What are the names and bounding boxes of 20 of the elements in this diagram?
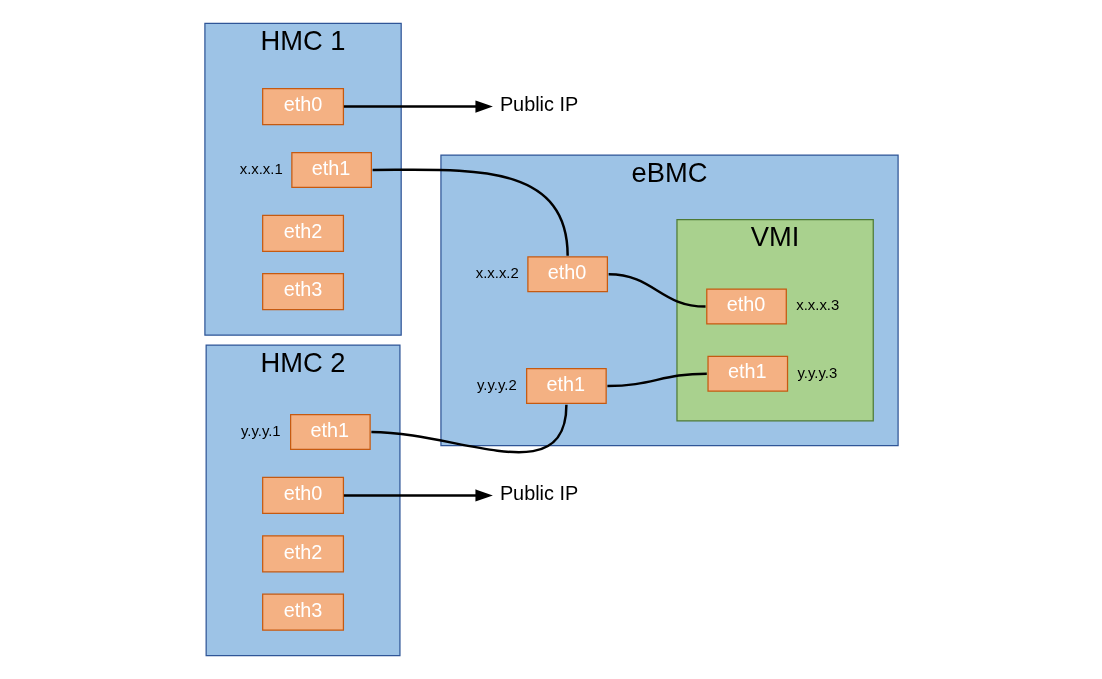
node-label: x.x.x.2	[475, 265, 519, 282]
arrow	[343, 489, 493, 502]
connector	[606, 372, 707, 388]
node-box: eth0	[261, 87, 344, 126]
node-label: x.x.x.1	[239, 160, 283, 177]
node-label: y.y.y.2	[476, 376, 517, 393]
node-label: y.y.y.1	[240, 422, 281, 439]
node-label: y.y.y.3	[796, 364, 837, 381]
connector	[370, 404, 568, 454]
node-box: eth2	[261, 535, 344, 573]
node-text: Public IP	[499, 482, 578, 505]
connector	[608, 273, 706, 308]
node-box: eth0	[261, 476, 344, 515]
node-label: x.x.x.3	[795, 297, 839, 314]
node-text: Public IP	[499, 93, 578, 116]
node-box: eth2	[261, 214, 344, 252]
arrow	[343, 100, 493, 113]
node-box: eth3	[261, 273, 344, 311]
connector	[372, 168, 569, 256]
node-box: eth3	[261, 593, 344, 631]
